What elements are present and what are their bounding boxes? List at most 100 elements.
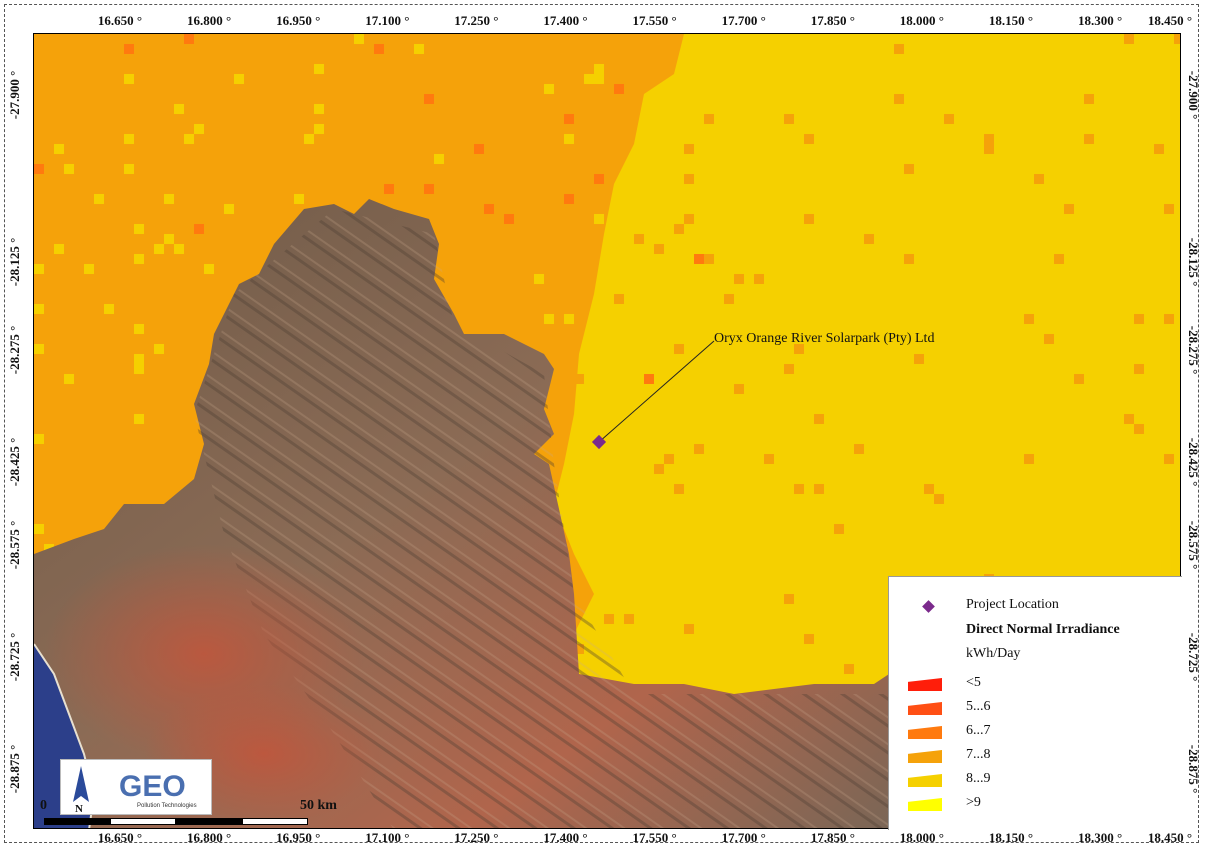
irradiance-pixel bbox=[674, 344, 684, 354]
irradiance-pixel bbox=[314, 124, 324, 134]
longitude-tick-top: 18.300 ° bbox=[1077, 13, 1123, 28]
irradiance-pixel bbox=[624, 614, 634, 624]
longitude-tick-bottom: 16.800 ° bbox=[186, 830, 232, 845]
irradiance-pixel bbox=[124, 164, 134, 174]
longitude-tick-top: 16.800 ° bbox=[186, 13, 232, 28]
irradiance-pixel bbox=[124, 74, 134, 84]
irradiance-pixel bbox=[784, 594, 794, 604]
irradiance-pixel bbox=[1164, 454, 1174, 464]
irradiance-pixel bbox=[34, 264, 44, 274]
north-letter: N bbox=[75, 803, 83, 814]
irradiance-pixel bbox=[984, 144, 994, 154]
irradiance-pixel bbox=[1084, 94, 1094, 104]
latitude-tick-left: -28.125 ° bbox=[7, 237, 22, 287]
longitude-tick-bottom: 16.950 ° bbox=[276, 830, 321, 845]
irradiance-pixel bbox=[154, 244, 164, 254]
irradiance-pixel bbox=[864, 234, 874, 244]
irradiance-pixel bbox=[1134, 314, 1144, 324]
legend-swatch bbox=[908, 774, 942, 787]
irradiance-pixel bbox=[504, 274, 514, 284]
irradiance-pixel bbox=[1024, 454, 1034, 464]
irradiance-pixel bbox=[194, 124, 204, 134]
irradiance-pixel bbox=[694, 254, 704, 264]
irradiance-pixel bbox=[84, 264, 94, 274]
irradiance-pixel bbox=[1024, 314, 1034, 324]
irradiance-pixel bbox=[134, 224, 144, 234]
latitude-tick-right: -28.275 ° bbox=[1186, 325, 1201, 375]
irradiance-pixel bbox=[614, 544, 624, 554]
irradiance-pixel bbox=[664, 454, 674, 464]
irradiance-pixel bbox=[644, 374, 654, 384]
irradiance-pixel bbox=[924, 484, 934, 494]
irradiance-pixel bbox=[194, 224, 204, 234]
irradiance-pixel bbox=[784, 364, 794, 374]
irradiance-pixel bbox=[374, 44, 384, 54]
irradiance-pixel bbox=[784, 114, 794, 124]
irradiance-pixel bbox=[164, 194, 174, 204]
longitude-tick-bottom: 17.550 ° bbox=[632, 830, 677, 845]
irradiance-pixel bbox=[174, 104, 184, 114]
irradiance-pixel bbox=[574, 504, 584, 514]
irradiance-pixel bbox=[534, 74, 544, 84]
irradiance-pixel bbox=[904, 164, 914, 174]
project-location-marker[interactable] bbox=[591, 434, 607, 450]
irradiance-pixel bbox=[574, 374, 584, 384]
irradiance-pixel bbox=[1044, 334, 1054, 344]
irradiance-pixel bbox=[894, 44, 904, 54]
irradiance-pixel bbox=[794, 484, 804, 494]
latitude-tick-left: -28.425 ° bbox=[7, 437, 22, 487]
legend-class-label: 5...6 bbox=[966, 699, 991, 714]
irradiance-pixel bbox=[1174, 34, 1180, 44]
irradiance-pixel bbox=[804, 214, 814, 224]
irradiance-pixel bbox=[1064, 204, 1074, 214]
outer-dashed-border bbox=[4, 4, 1199, 843]
irradiance-pixel bbox=[104, 304, 114, 314]
irradiance-pixel bbox=[34, 304, 44, 314]
irradiance-pixel bbox=[804, 134, 814, 144]
legend-class-label: 7...8 bbox=[966, 747, 991, 762]
irradiance-pixel bbox=[534, 274, 544, 284]
irradiance-pixel bbox=[654, 464, 664, 474]
irradiance-pixel bbox=[134, 414, 144, 424]
longitude-tick-top: 17.100 ° bbox=[365, 13, 410, 28]
irradiance-pixel bbox=[164, 314, 174, 324]
irradiance-pixel bbox=[304, 134, 314, 144]
irradiance-pixel bbox=[174, 284, 184, 294]
longitude-tick-bottom: 18.450 ° bbox=[1147, 830, 1193, 845]
irradiance-pixel bbox=[64, 374, 74, 384]
legend-swatch bbox=[908, 750, 942, 763]
latitude-tick-right: -28.575 ° bbox=[1186, 520, 1201, 570]
irradiance-pixel bbox=[444, 294, 454, 304]
irradiance-pixel bbox=[914, 354, 924, 364]
irradiance-pixel bbox=[294, 194, 304, 204]
irradiance-pixel bbox=[194, 274, 204, 284]
legend-class-label: <5 bbox=[966, 675, 981, 690]
longitude-tick-top: 18.000 ° bbox=[899, 13, 944, 28]
irradiance-pixel bbox=[594, 74, 604, 84]
longitude-tick-top: 18.150 ° bbox=[988, 13, 1034, 28]
irradiance-pixel bbox=[204, 264, 214, 274]
geo-pollution-logo: N GEO Pollution Technologies bbox=[60, 759, 212, 815]
irradiance-pixel bbox=[224, 34, 234, 44]
irradiance-pixel bbox=[504, 234, 514, 244]
irradiance-pixel bbox=[134, 254, 144, 264]
irradiance-pixel bbox=[134, 324, 144, 334]
irradiance-pixel bbox=[594, 174, 604, 184]
irradiance-pixel bbox=[674, 484, 684, 494]
longitude-tick-bottom: 17.850 ° bbox=[810, 830, 855, 845]
irradiance-pixel bbox=[484, 204, 494, 214]
irradiance-pixel bbox=[54, 244, 64, 254]
legend-class-label: 6...7 bbox=[966, 723, 991, 738]
irradiance-pixel bbox=[734, 384, 744, 394]
legend: Project Location Direct Normal Irradianc… bbox=[888, 576, 1182, 830]
irradiance-pixel bbox=[154, 344, 164, 354]
longitude-tick-bottom: 17.250 ° bbox=[454, 830, 499, 845]
logo-sub: Pollution Technologies bbox=[137, 803, 197, 809]
irradiance-pixel bbox=[604, 444, 614, 454]
irradiance-pixel bbox=[1124, 34, 1134, 44]
irradiance-pixel bbox=[684, 214, 694, 224]
longitude-tick-bottom: 17.700 ° bbox=[721, 830, 766, 845]
irradiance-pixel bbox=[424, 94, 434, 104]
irradiance-pixel bbox=[1134, 424, 1144, 434]
